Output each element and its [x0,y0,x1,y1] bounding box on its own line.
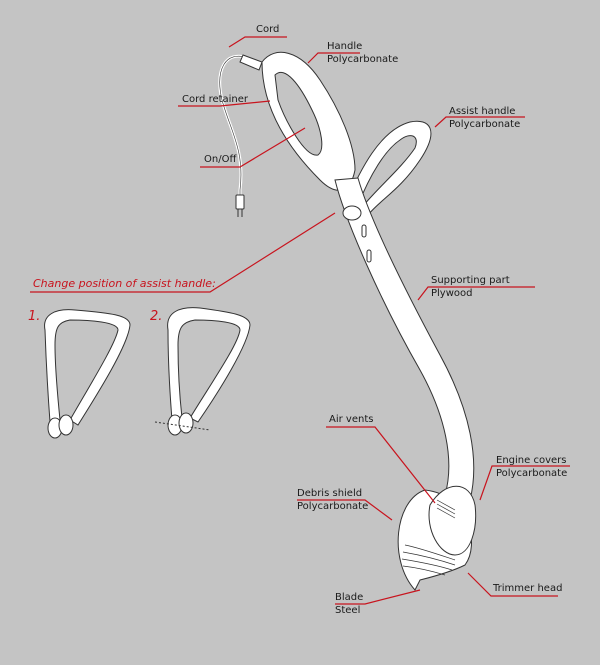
label-trimmer-head: Trimmer head [493,583,563,594]
label-assist-handle: Assist handle [449,106,516,117]
label-on-off: On/Off [204,154,237,165]
label-engine-covers-material: Polycarbonate [496,468,568,479]
label-change-position: Change position of assist handle: [33,277,216,290]
label-position-1: 1. [28,309,41,324]
label-engine-covers: Engine covers [496,455,567,466]
assist-handle-position-1 [44,309,131,426]
label-debris-shield-material: Polycarbonate [297,501,369,512]
label-supporting-part: Supporting part [431,275,510,286]
label-air-vents: Air vents [329,414,374,425]
label-handle-material: Polycarbonate [327,54,399,65]
label-cord: Cord [256,24,280,35]
label-supporting-part-material: Plywood [431,288,473,299]
cord [218,54,249,200]
leader-lines [30,36,570,605]
label-blade-material: Steel [335,605,361,616]
label-assist-handle-material: Polycarbonate [449,119,521,130]
engine-cover [428,485,477,556]
plug [235,194,245,210]
label-blade: Blade [335,592,364,603]
supporting-part-shaft [334,177,475,501]
label-debris-shield: Debris shield [297,488,363,499]
assist-handle-position-2 [167,307,251,423]
label-handle: Handle [327,41,363,52]
label-position-2: 2. [150,309,163,324]
label-cord-retainer: Cord retainer [182,94,249,105]
